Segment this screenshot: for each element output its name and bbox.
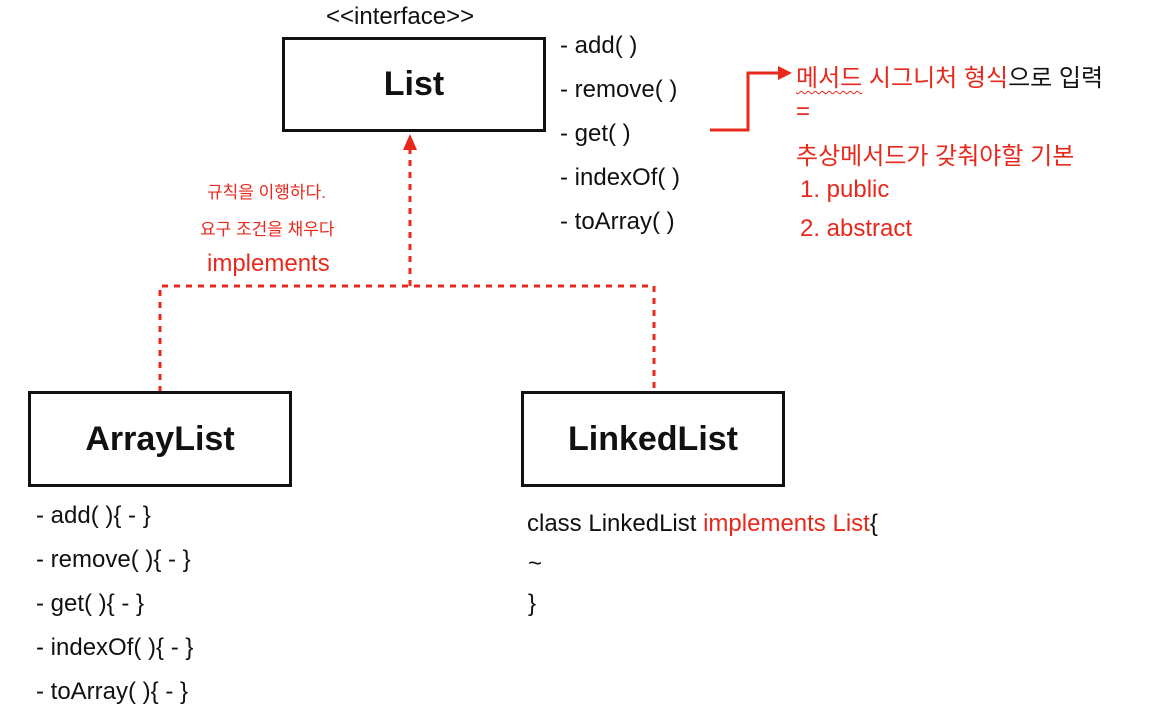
linkedlist-code-line2: ~ — [528, 550, 543, 577]
list-interface-name: List — [383, 65, 445, 103]
linkedlist-code-line3: } — [528, 590, 537, 617]
interface-method: - toArray( ) — [560, 208, 675, 235]
note-item2: 2. abstract — [800, 215, 913, 242]
note-part1: 메서드 — [796, 65, 863, 92]
interface-method: - indexOf( ) — [560, 164, 681, 191]
note-line2: 추상메서드가 갖춰야할 기본 — [796, 143, 1075, 170]
interface-method: - get( ) — [560, 120, 631, 147]
get-note-arrow — [710, 71, 780, 132]
note-part2: 시그니처 형식 — [862, 65, 1009, 92]
get-note-arrowhead — [778, 66, 792, 80]
list-interface-box: List — [282, 37, 546, 132]
linkedlist-class-name: LinkedList — [567, 419, 739, 458]
arraylist-method: - toArray( ){ - } — [36, 678, 189, 705]
arraylist-method: - add( ){ - } — [36, 502, 151, 529]
implements-dashed-connector — [158, 148, 656, 392]
note-part3: 으로 입력 — [1008, 65, 1104, 92]
code-class-decl: class LinkedList — [527, 510, 704, 537]
arraylist-class-box: ArrayList — [28, 391, 292, 487]
interface-method: - add( ) — [560, 32, 638, 59]
interface-method: - remove( ) — [560, 76, 678, 103]
arraylist-methods: - add( ){ - } - remove( ){ - } - get( ){… — [36, 494, 193, 714]
arraylist-method: - remove( ){ - } — [36, 546, 191, 573]
note-equals: = — [796, 98, 811, 125]
code-open-brace: { — [869, 510, 878, 537]
implements-arrowhead — [403, 134, 417, 150]
implements-label: implements — [207, 250, 330, 277]
linkedlist-class-box: LinkedList — [521, 391, 785, 487]
code-implements: implements List — [703, 510, 870, 537]
relation-desc2: 요구 조건을 채우다 — [200, 220, 335, 239]
relation-desc1: 규칙을 이행하다. — [207, 183, 326, 202]
linkedlist-code-line1: class LinkedList implements List{ — [527, 510, 878, 538]
arraylist-method: - get( ){ - } — [36, 590, 145, 617]
note-item1: 1. public — [800, 176, 890, 203]
arraylist-class-name: ArrayList — [85, 419, 235, 458]
signature-note-line1: 메서드 시그니처 형식으로 입력 — [796, 58, 1103, 93]
interface-methods: - add( ) - remove( ) - get( ) - indexOf(… — [560, 24, 680, 244]
interface-stereotype: <<interface>> — [326, 3, 475, 30]
arraylist-method: - indexOf( ){ - } — [36, 634, 194, 661]
